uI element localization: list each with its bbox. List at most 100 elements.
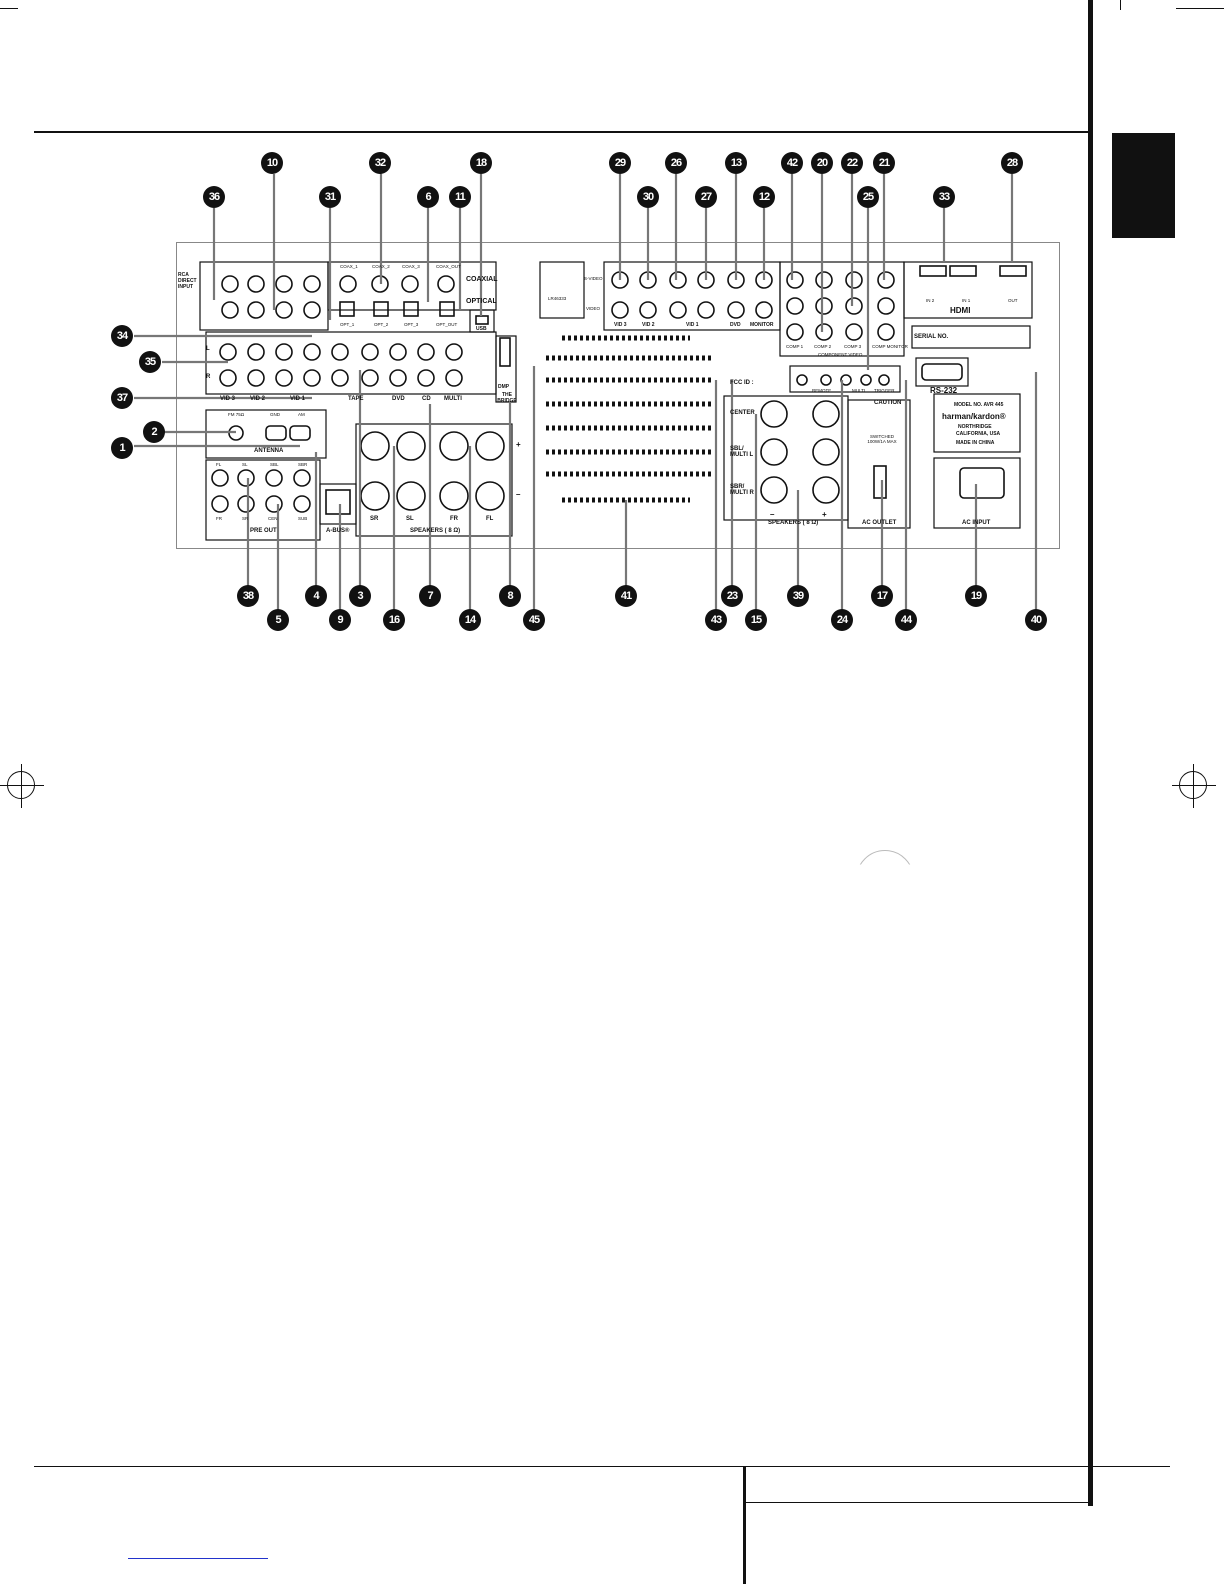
callout-22: 22 [841, 152, 863, 174]
label-opt-2: OPT_2 [374, 322, 389, 327]
callout-3: 3 [349, 585, 371, 607]
callout-33: 33 [933, 186, 955, 208]
label-opt-3: OPT_3 [404, 322, 419, 327]
top-rule [34, 131, 1090, 133]
callout-23: 23 [721, 585, 743, 607]
callout-42: 42 [781, 152, 803, 174]
rear-panel-diagram [134, 174, 1038, 620]
callout-12: 12 [753, 186, 775, 208]
label-fr: FR [450, 516, 458, 522]
footer-link-underline[interactable] [128, 1558, 268, 1559]
label-plus: + [516, 440, 521, 449]
label-speaker-plus: + [822, 510, 827, 519]
label-northridge: NORTHRIDGE [958, 424, 992, 430]
callout-8: 8 [499, 585, 521, 607]
label-speakers-back: SPEAKERS ( 8 Ω) [768, 520, 819, 526]
crop-mark-top-left [0, 8, 18, 9]
label-coax-out: COAX_OUT [436, 264, 461, 269]
label-pre-out: PRE OUT [250, 528, 277, 534]
callout-26: 26 [665, 152, 687, 174]
callout-9: 9 [329, 609, 351, 631]
label-optical: OPTICAL [466, 298, 497, 305]
callout-37: 37 [111, 387, 133, 409]
label-vid2: VID 2 [250, 396, 266, 402]
callout-2: 2 [143, 421, 165, 443]
callout-18: 18 [470, 152, 492, 174]
callout-29: 29 [609, 152, 631, 174]
label-tape: TAPE [348, 396, 364, 402]
label-sr: SR [370, 516, 379, 522]
label-gnd: GND [270, 412, 280, 417]
label-hdmi-in2: IN 2 [926, 298, 935, 303]
label-multi-trigger: MULTI [852, 388, 866, 393]
callout-39: 39 [787, 585, 809, 607]
label-r: R [206, 374, 211, 380]
callout-13: 13 [725, 152, 747, 174]
callout-41: 41 [615, 585, 637, 607]
callout-44: 44 [895, 609, 917, 631]
label-rs232: RS-232 [930, 386, 958, 395]
label-antenna: ANTENNA [254, 448, 284, 454]
callout-30: 30 [637, 186, 659, 208]
label-rca-direct-input: RCA DIRECT INPUT [178, 272, 197, 290]
label-speakers-front: SPEAKERS ( 8 Ω) [410, 528, 461, 534]
callout-14: 14 [459, 609, 481, 631]
label-ac-outlet: AC OUTLET [862, 520, 897, 526]
label-hdmi-out: OUT [1008, 298, 1018, 303]
label-dmp: DMP [498, 384, 510, 390]
callout-16: 16 [383, 609, 405, 631]
label-fm: FM 75Ω [228, 412, 245, 417]
crop-mark-top-right [1176, 8, 1224, 9]
label-coaxial: COAXIAL [466, 276, 498, 283]
label-abus: A-BUS® [326, 528, 350, 534]
label-comp3: COMP 3 [844, 344, 862, 349]
label-preout-cen: CEN [268, 516, 278, 521]
label-video-monitor: MONITOR [750, 322, 774, 328]
callout-20: 20 [811, 152, 833, 174]
label-l: L [206, 346, 210, 352]
callout-40: 40 [1025, 609, 1047, 631]
label-opt-1: OPT_1 [340, 322, 355, 327]
callout-34: 34 [111, 325, 133, 347]
callout-11: 11 [449, 186, 471, 208]
label-sbl-multi-l: SBL/ MULTI L [730, 446, 754, 458]
callout-10: 10 [261, 152, 283, 174]
callout-21: 21 [873, 152, 895, 174]
label-svideo: S-VIDEO [584, 276, 603, 281]
callout-45: 45 [523, 609, 545, 631]
label-video: VIDEO [586, 306, 601, 311]
label-preout-fr: FR [216, 516, 222, 521]
callout-19: 19 [965, 585, 987, 607]
label-component-video: COMPONENT VIDEO [818, 352, 863, 357]
callout-17: 17 [871, 585, 893, 607]
label-preout-sbr: SBR [298, 462, 308, 467]
callout-25: 25 [857, 186, 879, 208]
callout-15: 15 [745, 609, 767, 631]
registration-mark-right [1172, 764, 1216, 808]
label-sl: SL [406, 516, 414, 522]
label-switched: SWITCHED 100W/1A MAX [867, 434, 897, 444]
label-comp2: COMP 2 [814, 344, 832, 349]
callout-6: 6 [417, 186, 439, 208]
label-comp1: COMP 1 [786, 344, 804, 349]
callout-35: 35 [139, 351, 161, 373]
label-hdmi-in1: IN 1 [962, 298, 971, 303]
label-dvd: DVD [392, 396, 405, 402]
label-csa: LR46333 [548, 296, 567, 301]
label-hdmi: HDMI [950, 306, 971, 315]
label-video-dvd: DVD [730, 322, 741, 328]
label-vid1: VID 1 [290, 396, 306, 402]
bottom-rule [34, 1466, 1170, 1467]
label-preout-sr: SR [242, 516, 249, 521]
footer-divider [743, 1466, 746, 1584]
label-california: CALIFORNIA, USA [956, 431, 1001, 437]
callout-38: 38 [237, 585, 259, 607]
label-comp-monitor: COMP MONITOR [872, 344, 908, 349]
label-speaker-minus: – [770, 510, 775, 519]
callout-24: 24 [831, 609, 853, 631]
label-the-bridge: THE BRIDGE [497, 392, 517, 404]
label-preout-sbl: SBL [270, 462, 279, 467]
label-center: CENTER [730, 410, 755, 416]
label-caution: CAUTION [874, 400, 902, 406]
callout-4: 4 [305, 585, 327, 607]
